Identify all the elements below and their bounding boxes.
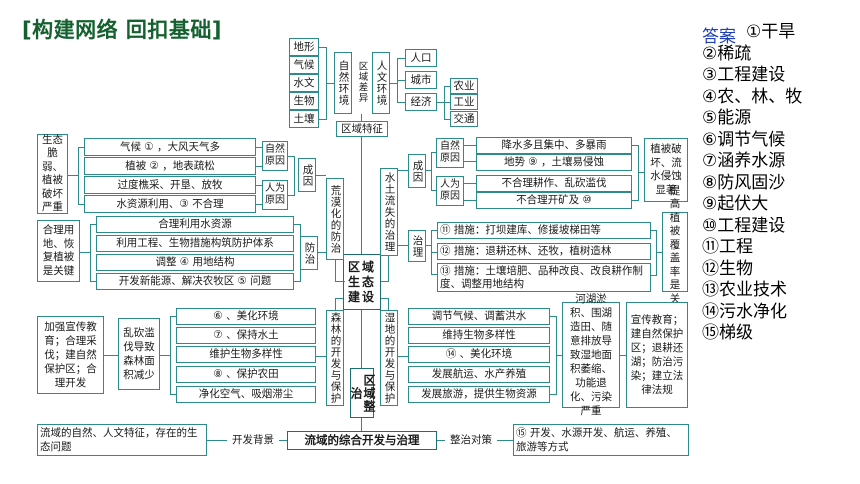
desert-control-3: 调整 ④ 用地结构 bbox=[96, 254, 294, 271]
answer-label: 答案 bbox=[702, 27, 736, 47]
desert-control-label: 防治 bbox=[300, 236, 318, 270]
answer-item: ⑦涵养水源 bbox=[702, 151, 786, 171]
basin-title: 流域的综合开发与治理 bbox=[287, 431, 437, 450]
econ-item-industry: 工业 bbox=[450, 94, 478, 110]
desert-control-key: 合理用地、恢复植被是关键 bbox=[37, 220, 80, 282]
basin-background-label: 开发背景 bbox=[227, 432, 279, 449]
basin-measure: ⑮ 开发、水源开发、航运、养殖、旅游等方式 bbox=[513, 424, 689, 456]
answer-item: ⑧防风固沙 bbox=[702, 172, 786, 193]
answer-item: ⑫生物 bbox=[702, 258, 753, 279]
soil-causes-label: 成因 bbox=[408, 154, 426, 188]
soil-cause-3: 不合理耕作、乱砍滥伐 bbox=[476, 175, 632, 192]
basin-measure-label: 整治对策 bbox=[445, 432, 497, 449]
desert-cause-4: 水资源利用、③ 不合理 bbox=[84, 195, 256, 213]
wetland-item-3: ⑭ 、美化环境 bbox=[408, 346, 550, 363]
answer-item: ⑮梯级 bbox=[702, 323, 753, 343]
answer-item: ③工程建设 bbox=[702, 65, 786, 85]
wetland-item-2: 维持生物多样性 bbox=[408, 327, 550, 344]
branch-soil-erosion: 水土流失的治理 bbox=[380, 168, 398, 256]
answer-item: ⑤能源 bbox=[702, 108, 752, 128]
econ-item-agriculture: 农业 bbox=[450, 78, 478, 94]
econ-item-transport: 交通 bbox=[450, 111, 478, 127]
soil-cause-1: 降水多且集中、多暴雨 bbox=[476, 137, 632, 154]
basin-background: 流域的自然、人文特征，存在的生态问题 bbox=[37, 424, 207, 456]
answer-item: ⑪工程 bbox=[702, 237, 753, 257]
wetland-problem: 河湖淤积、围湖造田、随意排放导致湿地面积萎缩、功能退化、污染严重 bbox=[562, 293, 620, 417]
human-env-box: 人文环境 bbox=[372, 52, 390, 114]
answer-item: ⑬农业技术 bbox=[702, 280, 787, 300]
desert-cause-2: 植被 ② ，地表疏松 bbox=[84, 157, 256, 175]
soil-control-2: ⑫ 措施：退耕还林、还牧，植树造林 bbox=[437, 243, 651, 260]
branch-desertification: 荒漠化的防治 bbox=[326, 178, 344, 260]
wetland-item-5: 发展旅游，提供生物资源 bbox=[408, 386, 550, 403]
desert-control-2: 利用工程、生物措施构筑防护体系 bbox=[96, 235, 294, 252]
desert-control-1: 合理利用水资源 bbox=[96, 216, 294, 233]
soil-natural-cause: 自然原因 bbox=[436, 138, 464, 168]
region-feature-box: 区域特征 bbox=[336, 121, 388, 137]
desert-causes-label: 成因 bbox=[298, 158, 316, 192]
natural-env-box: 自然环境 bbox=[334, 52, 352, 114]
forest-problem: 乱砍滥伐导致森林面积减少 bbox=[118, 318, 160, 390]
desert-human-cause: 人为原因 bbox=[262, 180, 288, 210]
answer-item: ⑩工程建设 bbox=[702, 215, 786, 236]
answer-item: ⑭污水净化 bbox=[702, 301, 787, 322]
human-item-city: 城市 bbox=[405, 71, 437, 89]
soil-human-cause: 人为原因 bbox=[436, 176, 464, 206]
answer-item: ⑥调节气候 bbox=[702, 129, 786, 150]
natural-item-hydrology: 水文 bbox=[289, 74, 319, 92]
soil-control-3: ⑬ 措施：土壤培肥、品种改良、改良耕作制度、调整用地结构 bbox=[437, 263, 651, 292]
answer-item: ①干旱 bbox=[746, 22, 796, 42]
natural-item-climate: 气候 bbox=[289, 56, 319, 74]
natural-item-biology: 生物 bbox=[289, 92, 319, 110]
forest-item-5: 净化空气、吸烟滞尘 bbox=[176, 386, 316, 403]
forest-item-3: 维护生物多样性 bbox=[176, 346, 316, 363]
wetland-measure: 宣传教育；建自然保护区；退耕还湖；防治污染；建立法律法规 bbox=[626, 302, 688, 408]
answer-item: ④农、林、牧 bbox=[702, 86, 803, 107]
forest-item-4: ⑧ 、保护农田 bbox=[176, 366, 316, 383]
natural-item-landform: 地形 bbox=[289, 38, 319, 56]
desert-cause-1: 气候 ① ，大风天气多 bbox=[84, 138, 256, 156]
human-item-population: 人口 bbox=[405, 49, 437, 67]
branch-forest: 森林的开发与保护 bbox=[326, 310, 344, 406]
region-diff-label: 区域差异 bbox=[352, 58, 372, 106]
soil-result: 植被破坏、流水侵蚀显著 bbox=[644, 138, 688, 202]
forest-item-2: ⑦ 、保持水土 bbox=[176, 327, 316, 344]
core-eco-construction: 区域生态建设 bbox=[343, 254, 381, 310]
soil-control-label: 治理 bbox=[408, 230, 426, 262]
answer-item: ②稀疏 bbox=[702, 43, 752, 64]
desert-control-4: 开发新能源、解决农牧区 ⑤ 问题 bbox=[96, 273, 294, 290]
forest-item-1: ⑥ 、美化环境 bbox=[176, 308, 316, 325]
answer-item: ⑨起伏大 bbox=[702, 194, 769, 214]
soil-cause-4: 不合理开矿及 ⑩ bbox=[476, 192, 632, 209]
wetland-item-1: 调节气候、调蓄洪水 bbox=[408, 308, 550, 325]
branch-wetland: 湿地的开发与保护 bbox=[380, 310, 398, 406]
natural-item-soil: 土壤 bbox=[289, 110, 319, 128]
page-title: [构建网络 回扣基础] bbox=[22, 18, 223, 42]
desert-natural-cause: 自然原因 bbox=[262, 141, 288, 171]
wetland-item-4: 发展航运、水产养殖 bbox=[408, 366, 550, 383]
desert-cause-3: 过度樵采、开垦、放牧 bbox=[84, 176, 256, 194]
core-region-remediation: 区域整治 bbox=[349, 368, 376, 418]
human-item-economy: 经济 bbox=[405, 93, 437, 111]
soil-control-1: ⑪ 措施：打坝建库、修援坡梯田等 bbox=[437, 222, 651, 239]
forest-measure: 加强宣传教育；合理采伐；建自然保护区；合理开发 bbox=[37, 316, 104, 394]
soil-cause-2: 地势 ⑨ ，土壤易侵蚀 bbox=[476, 154, 632, 171]
desert-result: 生态脆弱、植被破坏严重 bbox=[37, 134, 68, 214]
soil-control-key: 提高植被覆盖率是关键 bbox=[662, 185, 688, 318]
